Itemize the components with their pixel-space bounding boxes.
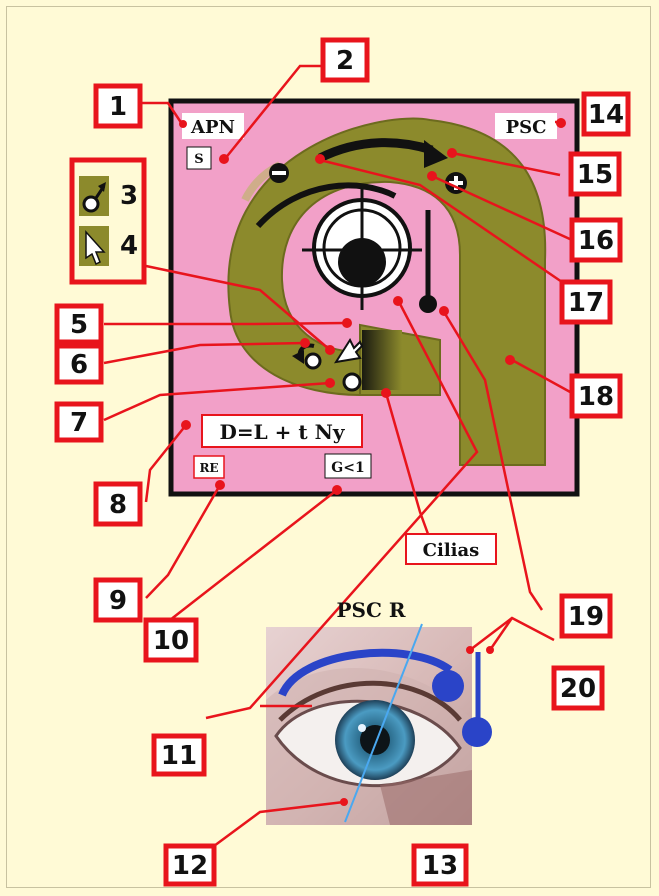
callout-9: 9 <box>109 586 127 616</box>
s-label: S <box>194 152 203 167</box>
callout-2: 2 <box>336 46 354 76</box>
psc-r-label: PSC R <box>337 598 406 622</box>
cursor-arrow-icon <box>79 226 109 266</box>
callout-7: 7 <box>70 408 88 438</box>
callout-4: 4 <box>120 231 138 261</box>
psc-label: PSC <box>506 117 547 138</box>
callout-6: 6 <box>70 350 88 380</box>
blue-ball-lower <box>462 717 492 747</box>
g-label: G<1 <box>331 460 364 476</box>
callout-5: 5 <box>70 310 88 340</box>
callout-18: 18 <box>578 382 614 412</box>
re-label: RE <box>199 461 218 475</box>
callout-1: 1 <box>109 92 127 122</box>
callout-20: 20 <box>560 674 596 704</box>
blue-ball-upper <box>432 670 464 702</box>
callout-11: 11 <box>161 741 197 771</box>
apn-label: APN <box>190 117 235 138</box>
callout-3: 3 <box>120 181 138 211</box>
needle-ball <box>419 295 437 313</box>
callout-17: 17 <box>568 288 604 318</box>
cilias-label: Cilias <box>423 540 480 561</box>
callout-15: 15 <box>577 160 613 190</box>
callout-12: 12 <box>172 851 208 881</box>
formula-label: D=L + t Ny <box>220 420 346 444</box>
callout-16: 16 <box>578 226 614 256</box>
callout-19: 19 <box>568 602 604 632</box>
callout-14: 14 <box>588 100 624 130</box>
callout-10: 10 <box>153 626 189 656</box>
callout-8: 8 <box>109 490 127 520</box>
minus-circle-icon <box>269 163 289 183</box>
male-symbol-icon <box>79 176 109 216</box>
callout-13: 13 <box>422 851 458 881</box>
small-white-circle <box>344 374 360 390</box>
